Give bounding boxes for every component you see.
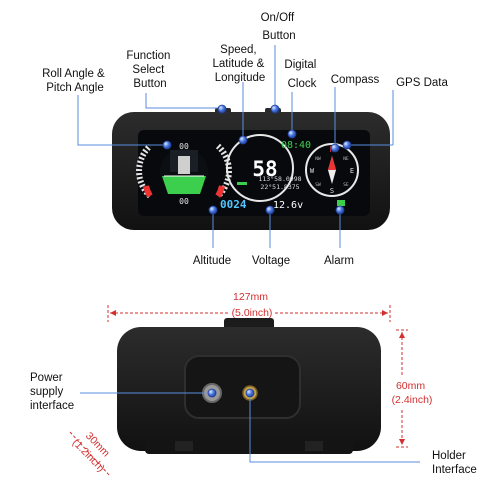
compass-label-e: E: [350, 167, 354, 175]
marker-voltage: [265, 205, 275, 215]
front-labels: Roll Angle & Pitch Angle Function Select…: [42, 12, 448, 267]
label-speed-lat-lon: Speed, Latitude & Longitude: [213, 44, 268, 84]
marker-roll-pitch: [162, 140, 172, 150]
compass-label-se: SE: [343, 182, 349, 188]
pitch-value: 00: [179, 142, 189, 151]
marker-gps: [342, 140, 352, 150]
back-device: [117, 318, 381, 454]
label-power-supply: Power supply interface: [30, 372, 74, 412]
marker-function-button: [217, 104, 227, 114]
label-altitude: Altitude: [193, 255, 231, 267]
label-digital-clock: Digital Clock: [284, 59, 319, 90]
compass-label-sw: SW: [315, 182, 321, 188]
marker-power: [207, 388, 217, 398]
marker-alarm: [335, 205, 345, 215]
alarm-icon: [337, 200, 345, 206]
label-roll-pitch: Roll Angle & Pitch Angle: [42, 68, 108, 94]
voltage-readout: 12.6v: [273, 200, 303, 211]
label-alarm: Alarm: [324, 255, 354, 267]
label-holder-interface: Holder Interface: [432, 450, 477, 476]
inclinometer-gauge: 00 00: [136, 142, 232, 206]
marker-compass: [330, 143, 340, 153]
dimension-lines: [69, 305, 408, 477]
latitude-readout: 113°58.0998: [258, 175, 301, 183]
dimension-depth: 30mm (1.2inch): [70, 427, 117, 474]
compass-label-s: S: [330, 187, 334, 195]
front-leader-lines: [77, 45, 394, 248]
front-callout-markers: [162, 104, 352, 215]
clock-readout: 08:40: [281, 140, 311, 151]
back-leader-lines: [80, 392, 420, 463]
label-voltage: Voltage: [252, 255, 290, 267]
compass-label-w: W: [310, 167, 315, 175]
label-gps-data: GPS Data: [396, 77, 448, 89]
marker-onoff: [270, 104, 280, 114]
back-labels: Power supply interface Holder Interface: [30, 372, 477, 476]
longitude-readout: 22°51.8375: [260, 183, 299, 191]
label-compass: Compass: [331, 74, 380, 86]
label-function-button: Function Select Button: [126, 50, 173, 90]
speed-panel: 58 113°58.0998 22°51.8375 0024 12.6v: [220, 134, 303, 211]
dimension-arrows: [110, 310, 405, 445]
back-feet: [145, 438, 353, 454]
marker-speed: [238, 135, 248, 145]
marker-clock: [287, 129, 297, 139]
marker-holder: [245, 388, 255, 398]
marker-altitude: [208, 205, 218, 215]
speed-readout: 58: [252, 157, 277, 181]
compass-label-ne: NE: [343, 156, 349, 162]
compass-label-nw: NW: [315, 156, 321, 162]
back-mount-plate: [184, 355, 301, 419]
back-callout-markers: [207, 388, 255, 398]
altitude-readout: 0024: [220, 198, 247, 211]
dimension-height: 60mm (2.4inch): [392, 380, 433, 406]
roll-value: 00: [179, 197, 189, 206]
label-onoff-button: On/Off Button: [261, 12, 298, 42]
dimension-width: 127mm (5.0inch): [232, 291, 273, 319]
front-device: 00 00 58 113°58.0998 22°51.8375 0024 12.…: [112, 108, 390, 230]
